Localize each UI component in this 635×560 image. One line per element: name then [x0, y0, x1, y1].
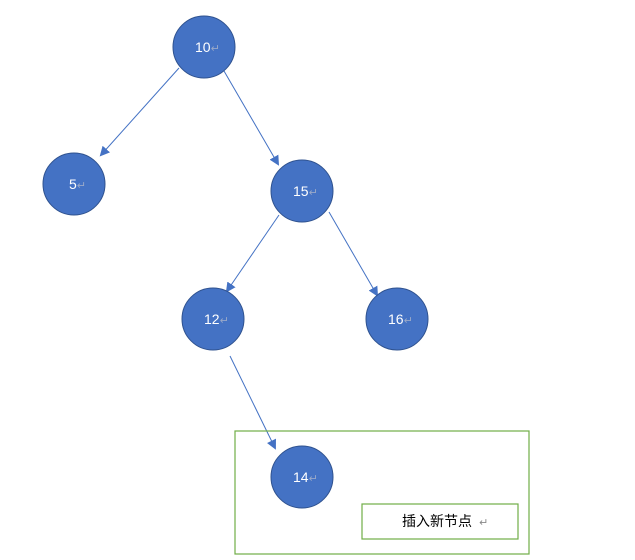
- tree-node-5: 5↵: [42, 152, 106, 216]
- node-label: 15: [293, 183, 309, 199]
- edge-n10-n15: [223, 70, 280, 166]
- tree-node-14: 14↵: [270, 445, 334, 509]
- node-paragraph-mark: ↵: [309, 472, 318, 485]
- tree-node-12: 12↵: [181, 287, 245, 351]
- new-node-highlight-box: [234, 430, 530, 555]
- node-circle: [270, 159, 334, 223]
- node-circle: [365, 287, 429, 351]
- edge-n10-n5: [99, 67, 180, 157]
- node-circle: [172, 15, 236, 79]
- node-label: 5: [69, 176, 77, 192]
- edge-n15-n16: [328, 211, 379, 297]
- node-paragraph-mark: ↵: [309, 186, 318, 199]
- tree-node-10: 10↵: [172, 15, 236, 79]
- caption-paragraph-mark: ↵: [479, 516, 488, 529]
- node-label: 16: [388, 311, 404, 327]
- caption-text: 插入新节点: [402, 514, 472, 530]
- caption-box: 插入新节点 ↵: [361, 503, 519, 540]
- node-label: 10: [195, 39, 211, 55]
- node-circle: [270, 445, 334, 509]
- node-label: 14: [293, 469, 309, 485]
- node-circle: [42, 152, 106, 216]
- edges: [99, 67, 379, 450]
- tree-node-16: 16↵: [365, 287, 429, 351]
- nodes: 10↵5↵15↵12↵16↵14↵: [42, 15, 429, 509]
- edge-n12-n14: [229, 355, 276, 450]
- node-circle: [181, 287, 245, 351]
- node-paragraph-mark: ↵: [220, 314, 229, 327]
- node-label: 12: [204, 311, 220, 327]
- node-paragraph-mark: ↵: [211, 42, 220, 55]
- node-paragraph-mark: ↵: [77, 179, 86, 192]
- node-paragraph-mark: ↵: [404, 314, 413, 327]
- tree-node-15: 15↵: [270, 159, 334, 223]
- edge-n15-n12: [225, 214, 280, 293]
